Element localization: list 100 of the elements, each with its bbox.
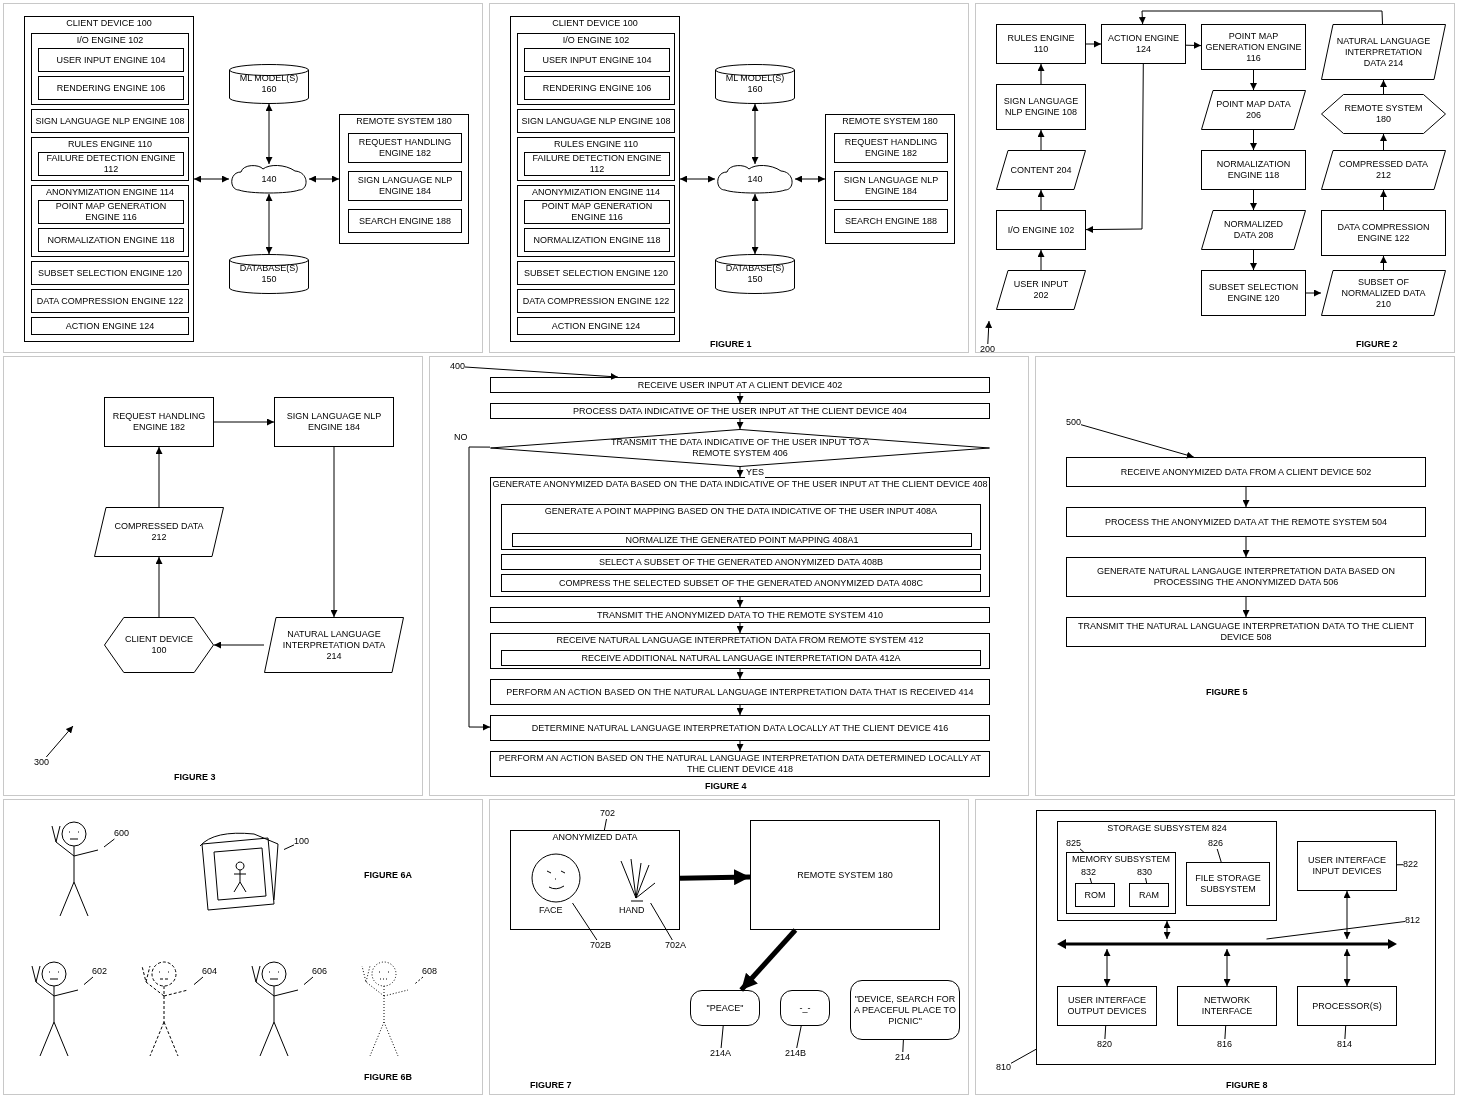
node-label: USER INPUT 202 <box>1012 279 1070 301</box>
arrow <box>1380 133 1387 151</box>
node-label: USER INTERFACE OUTPUT DEVICES <box>1066 995 1148 1017</box>
leader-line <box>902 1039 904 1053</box>
group-title: GENERATE A POINT MAPPING BASED ON THE DATA INDICATIVE OF THE USER INPUT 408A <box>543 506 939 517</box>
node-label: POINT MAP GENERATION ENGINE 116 <box>1204 30 1303 64</box>
process-box <box>348 171 462 201</box>
leader-line <box>1079 848 1085 853</box>
arrow <box>213 418 275 426</box>
node-label: USER INTERFACE INPUT DEVICES <box>1307 855 1387 877</box>
node-label: SEARCH ENGINE 188 <box>844 215 938 227</box>
node-label: SIGN LANGUAGE NLP ENGINE 184 <box>842 175 940 197</box>
reference-numeral: 702 <box>600 808 616 819</box>
node-label: RECEIVE ANONYMIZED DATA FROM A CLIENT DEVICE 502 <box>1119 466 1373 478</box>
node-label: DATA COMPRESSION ENGINE 122 <box>35 295 185 307</box>
node-label: SUBSET SELECTION ENGINE 120 <box>1207 282 1300 304</box>
leader-line <box>303 976 314 986</box>
node-label: DATA COMPRESSION ENGINE 122 <box>1336 222 1431 244</box>
leader-line <box>985 320 993 345</box>
hexagon-node <box>1321 94 1446 134</box>
leader-line <box>83 976 94 986</box>
node-label: ROM <box>1083 889 1107 901</box>
node-label: CLIENT DEVICE 100 <box>124 634 194 656</box>
arrow <box>265 103 273 165</box>
reference-numeral: 702A <box>665 940 687 951</box>
reference-numeral: 825 <box>1066 838 1082 849</box>
process-box <box>1201 270 1306 316</box>
arrow <box>1242 536 1250 558</box>
leader-line <box>283 844 295 850</box>
reference-numeral: 200 <box>980 344 996 355</box>
arrow <box>1250 129 1257 151</box>
arrow <box>1037 189 1045 211</box>
node-label: "PEACE" <box>705 1002 745 1014</box>
database-cylinder <box>229 64 309 104</box>
reference-numeral: 820 <box>1097 1039 1113 1050</box>
group-box <box>339 114 469 244</box>
node-label: REMOTE SYSTEM 180 <box>796 869 894 881</box>
node-label: GENERATE NATURAL LANGAUGE INTERPRETATION DATA BASED ON PROCESSING THE ANONYMIZED DATA 506 <box>1095 566 1397 588</box>
process-box <box>996 84 1086 130</box>
arrow <box>679 175 716 183</box>
reference-numeral: 816 <box>1217 1039 1233 1050</box>
drawing-sheet <box>489 3 969 353</box>
process-box <box>750 820 940 930</box>
arrow <box>1343 890 1351 940</box>
arrow <box>1037 249 1045 271</box>
process-box <box>490 679 990 705</box>
process-box <box>1201 150 1306 190</box>
arrow <box>213 641 265 649</box>
process-box <box>348 209 462 233</box>
group-box <box>490 633 990 669</box>
node-label: TRANSMIT THE NATURAL LANGUAGE INTERPRETATION DATA TO THE CLIENT DEVICE 508 <box>1076 621 1416 643</box>
leader-line <box>1010 1048 1037 1064</box>
group-title: ANONYMIZATION ENGINE 114 <box>44 187 176 198</box>
reference-numeral: 400 <box>450 361 466 372</box>
reference-numeral: 100 <box>294 836 310 847</box>
leader-line <box>193 976 204 986</box>
process-box <box>1101 24 1186 64</box>
reference-numeral: 214B <box>785 1048 807 1059</box>
node-label: NATURAL LANGUAGE INTERPRETATION DATA 214 <box>1335 35 1432 69</box>
hexagon-node <box>104 617 214 673</box>
data-parallelogram <box>996 150 1086 190</box>
node-label: PROCESS THE ANONYMIZED DATA AT THE REMOTE SYSTEM 504 <box>1103 516 1389 528</box>
process-box <box>517 261 675 285</box>
node-label: 140 <box>746 173 764 185</box>
group-title: CLIENT DEVICE 100 <box>551 18 639 29</box>
decision-diamond <box>490 429 990 467</box>
node-label: SIGN LANGUAGE NLP ENGINE 108 <box>1002 96 1080 118</box>
group-box <box>1066 852 1176 914</box>
arrow <box>1103 948 1111 987</box>
arrow <box>736 418 744 430</box>
arrow <box>155 556 163 618</box>
figure-caption: FIGURE 2 <box>1356 339 1398 350</box>
reference-numeral: 832 <box>1081 867 1097 878</box>
arrow <box>1242 486 1250 508</box>
arrow <box>679 869 751 886</box>
reference-numeral: 602 <box>92 966 108 977</box>
arrow <box>751 193 759 255</box>
arrow <box>308 175 340 183</box>
process-box <box>31 109 189 133</box>
node-label: RENDERING ENGINE 106 <box>55 82 167 94</box>
node-label: SUBSET SELECTION ENGINE 120 <box>523 267 669 279</box>
process-box <box>834 209 948 233</box>
node-label: DATABASE(S) 150 <box>724 263 786 285</box>
node-label: NETWORK INTERFACE <box>1200 995 1254 1017</box>
leader-line <box>1145 877 1148 884</box>
figure-caption: FIGURE 8 <box>1226 1080 1268 1091</box>
node-label: COMPRESSED DATA 212 <box>1337 159 1430 181</box>
process-box <box>38 152 184 176</box>
reference-numeral: 214A <box>710 1048 732 1059</box>
drawing-sheet <box>3 799 483 1095</box>
process-box <box>490 403 990 419</box>
group-title: CLIENT DEVICE 100 <box>65 18 153 29</box>
beside-label: FACE <box>539 905 563 916</box>
node-label: COMPRESS THE SELECTED SUBSET OF THE GENERATED ANONYMIZED DATA 408C <box>557 577 925 589</box>
edge-label: NO <box>453 432 469 443</box>
rounded-box <box>690 990 760 1026</box>
process-box <box>512 533 972 547</box>
data-parallelogram <box>1201 210 1306 250</box>
node-label: REMOTE SYSTEM 180 <box>1343 103 1424 125</box>
node-label: SEARCH ENGINE 188 <box>358 215 452 227</box>
